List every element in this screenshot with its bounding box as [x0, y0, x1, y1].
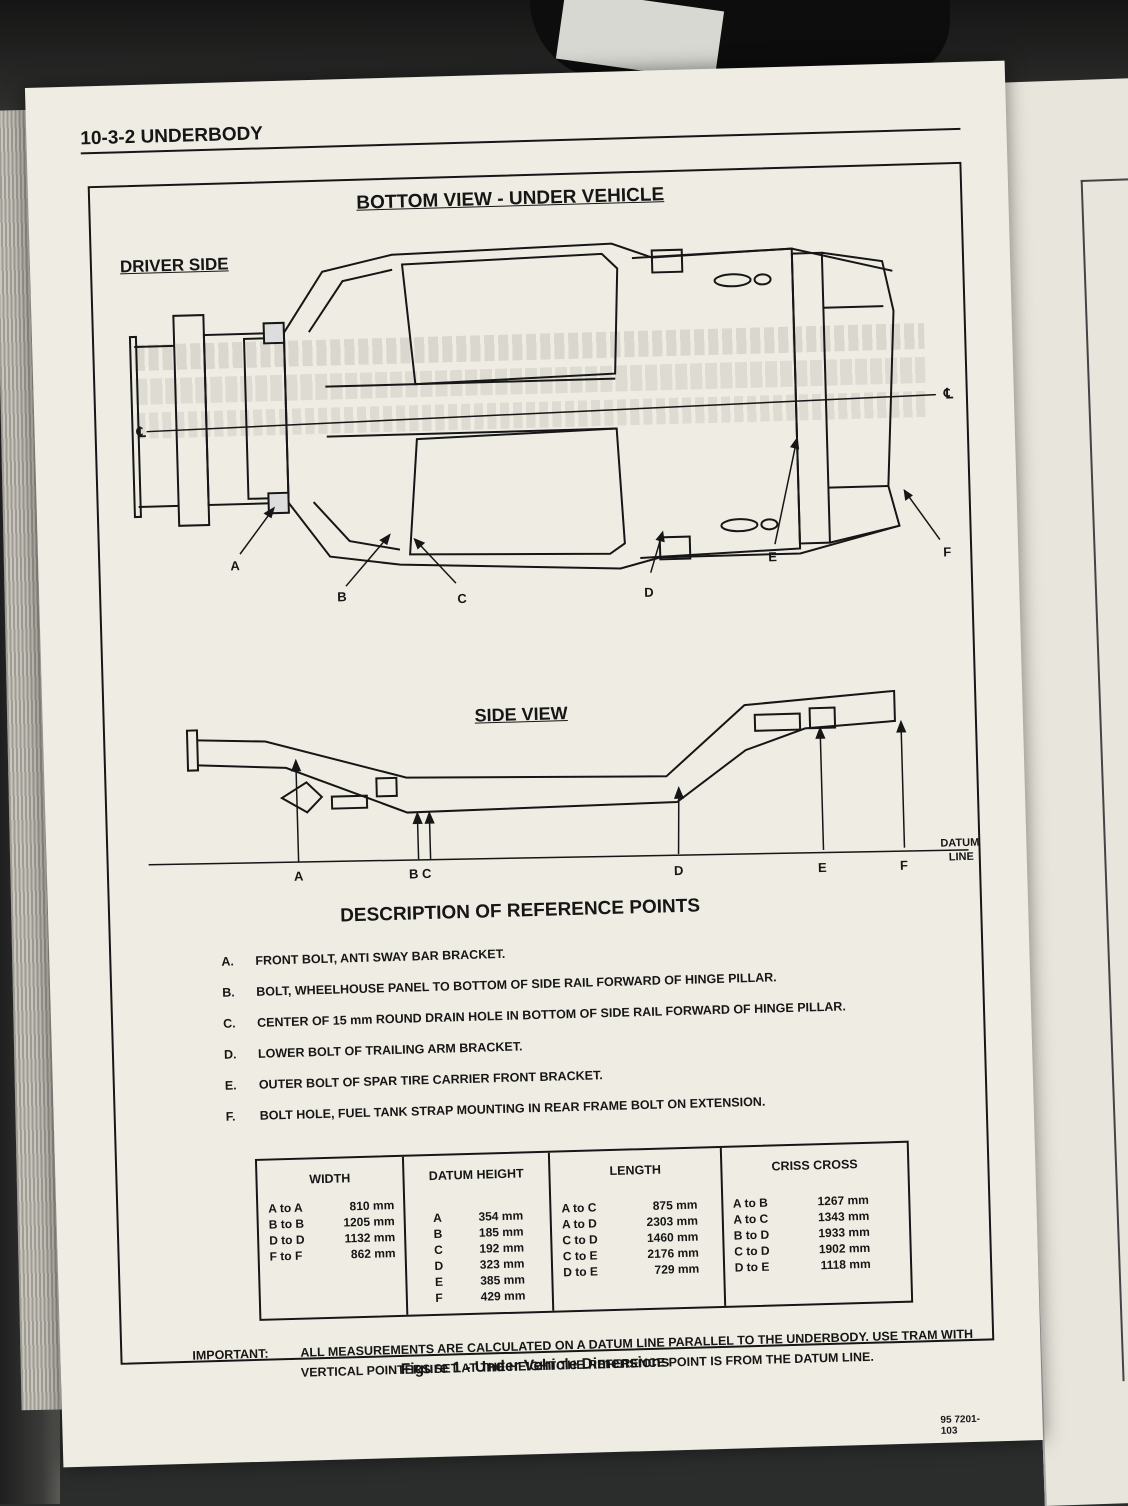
label-c: C	[457, 591, 467, 606]
svg-text:℄: ℄	[135, 424, 146, 440]
column-header: DATUM HEIGHT	[428, 1166, 524, 1184]
datum-line	[148, 849, 969, 866]
side-label-bc: B C	[409, 866, 432, 882]
pointer-arrows	[239, 436, 941, 587]
svg-text:℄: ℄	[943, 385, 954, 401]
column-header: WIDTH	[309, 1171, 351, 1187]
side-label-d: D	[674, 863, 684, 878]
label-f: F	[943, 544, 951, 559]
column-header: CRISS CROSS	[771, 1157, 858, 1174]
bottom-view-drawing	[128, 242, 901, 570]
label-d: D	[644, 585, 654, 600]
column-header: LENGTH	[609, 1162, 662, 1179]
side-point-labels: A B C D E F DATUM LINE	[294, 837, 980, 884]
reference-points-list: A.FRONT BOLT, ANTI SWAY BAR BRACKET. B.B…	[221, 935, 946, 1141]
important-note: IMPORTANT: ALL MEASUREMENTS ARE CALCULAT…	[192, 1323, 992, 1380]
side-view-label: SIDE VIEW	[474, 703, 568, 726]
datum-label-line: LINE	[949, 851, 974, 864]
page-header: 10-3-2 UNDERBODY	[80, 123, 264, 150]
side-label-f: F	[900, 858, 908, 873]
label-a: A	[230, 558, 240, 573]
manual-page: 10-3-2 UNDERBODY BOTTOM VIEW - UNDER VEH…	[24, 60, 1044, 1468]
important-label: IMPORTANT:	[192, 1346, 269, 1363]
side-label-e: E	[818, 860, 827, 875]
label-b: B	[337, 589, 347, 604]
figure-code: 95 7201-103	[940, 1413, 981, 1437]
frame-diagram: ℄ ℄ A B C D E F	[128, 242, 980, 884]
side-pointers	[291, 719, 907, 863]
figure-frame: BOTTOM VIEW - UNDER VEHICLE DRIVER SIDE	[87, 161, 995, 1437]
bottom-point-labels: A B C D E F	[230, 544, 951, 606]
label-e: E	[768, 549, 777, 564]
side-view-drawing	[185, 689, 896, 814]
side-label-a: A	[294, 868, 304, 883]
datum-label: DATUM	[940, 837, 979, 850]
centerline: ℄ ℄	[135, 385, 954, 440]
